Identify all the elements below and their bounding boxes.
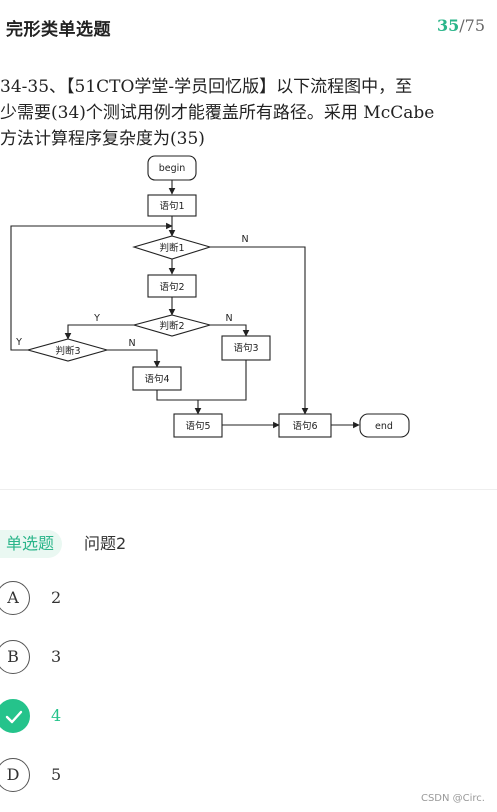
total-pages: /75: [459, 16, 485, 35]
flow-edge-label-d3-yes: Y: [15, 337, 22, 348]
checkmark-icon: [5, 710, 23, 724]
flow-decision1-label: 判断1: [159, 242, 184, 254]
flowchart: begin 语句1 判断1 语句2 判断2 判断3 语句3 语句4 语句5 语句…: [10, 155, 410, 438]
flow-statement1-label: 语句1: [159, 200, 184, 212]
flow-decision2-node: [131, 314, 213, 337]
question-line: 少需要(34)个测试用例才能覆盖所有路径。采用 McCabe: [0, 103, 435, 123]
flow-edge-label-d2-no: N: [225, 313, 232, 324]
question-line: 34-35、【51CTO学堂-学员回忆版】以下流程图中，至: [0, 77, 413, 97]
flow-statement5-label: 语句5: [185, 420, 210, 432]
question-line: 方法计算程序复杂度为(35): [0, 129, 205, 149]
header: 完形类单选题 35/75: [0, 0, 497, 56]
flow-statement4-node: [132, 366, 182, 391]
flow-edge-label-d1-no: N: [241, 234, 248, 245]
option-a-text[interactable]: 2: [51, 588, 62, 607]
flow-decision1-node: [132, 235, 212, 260]
question-text: 34-35、【51CTO学堂-学员回忆版】以下流程图中，至 少需要(34)个测试…: [0, 74, 497, 152]
page-counter: 35/75: [437, 16, 485, 35]
flow-decision2-label: 判断2: [159, 320, 184, 332]
flow-statement1-node: [147, 194, 197, 217]
current-page-number: 35: [436, 16, 460, 35]
option-a[interactable]: A 2: [0, 581, 300, 615]
flow-statement6-node: [278, 413, 332, 438]
flow-statement6-label: 语句6: [292, 420, 317, 432]
option-b[interactable]: B 3: [0, 640, 300, 674]
watermark: CSDN @Circ.: [420, 793, 485, 804]
option-c-text[interactable]: 4: [51, 706, 62, 725]
flow-decision3-label: 判断3: [55, 345, 80, 357]
flow-statement2-node: [147, 274, 197, 298]
page-title: 完形类单选题: [6, 20, 111, 40]
option-b-text[interactable]: 3: [51, 647, 62, 666]
flow-end-node: [359, 413, 410, 438]
option-c-selected[interactable]: [0, 699, 30, 733]
flow-statement4-label: 语句4: [144, 373, 169, 385]
question-type-badge: 单选题: [0, 530, 63, 558]
flow-statement2-label: 语句2: [159, 281, 184, 293]
option-c[interactable]: 4: [0, 699, 300, 733]
flow-decision3-node: [25, 338, 110, 362]
option-d-text[interactable]: 5: [51, 765, 62, 784]
option-d[interactable]: D 5: [0, 758, 300, 792]
flow-statement3-label: 语句3: [233, 342, 258, 354]
question-number-label: 问题2: [84, 534, 127, 553]
option-b-letter[interactable]: B: [0, 640, 30, 674]
section-divider: [0, 489, 497, 490]
flow-edge-label-d2-yes: Y: [93, 313, 100, 324]
flow-begin-label: begin: [159, 163, 186, 174]
flow-end-label: end: [375, 421, 393, 432]
option-a-letter[interactable]: A: [0, 581, 30, 615]
flow-statement3-node: [221, 335, 271, 361]
flow-statement5-node: [173, 413, 223, 438]
option-d-letter[interactable]: D: [0, 758, 30, 792]
flow-begin-node: [147, 155, 197, 181]
flow-edge-label-d3-no: N: [128, 338, 135, 349]
